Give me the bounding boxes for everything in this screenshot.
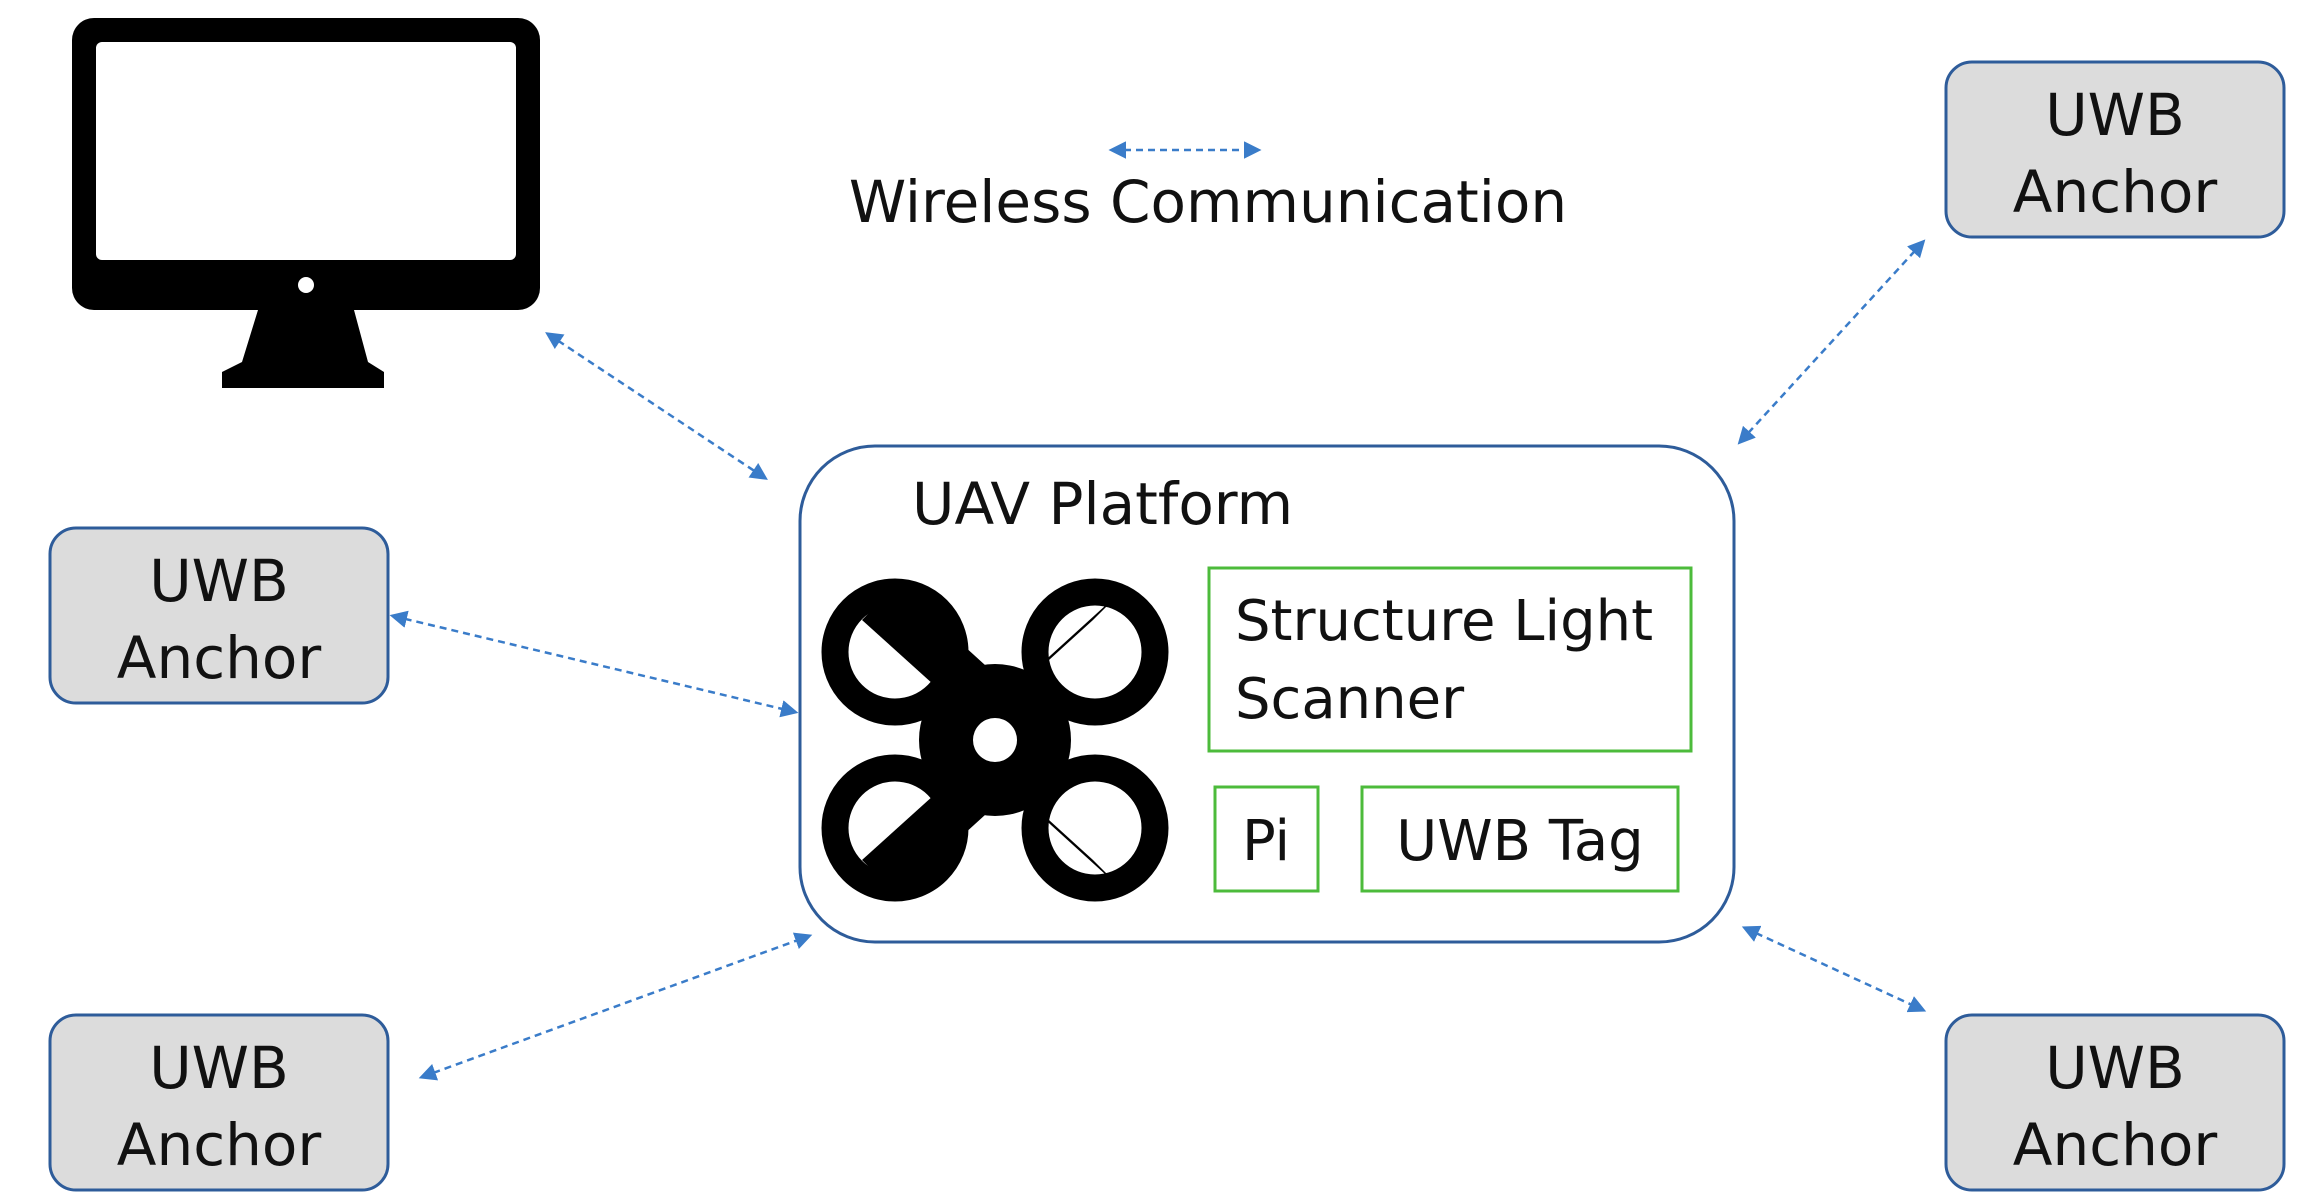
uwb-anchor-mid-left: UWB Anchor [48,526,390,705]
anchor-line1: UWB [149,1034,289,1102]
scanner-label-line1: Structure Light [1235,589,1653,654]
anchor-line2: Anchor [2013,1111,2218,1179]
link-anchor-bottom-right [1741,925,1927,1013]
anchor-line1: UWB [2045,1034,2185,1102]
pi-box [1213,785,1320,893]
uav-platform: UAV Platform Structure Light Scanner [798,444,1736,944]
legend-label: Wireless Communication [849,168,1567,236]
link-anchor-mid-left [389,610,799,718]
monitor-icon [72,18,540,388]
scanner-box [1207,566,1693,753]
wireless-links [389,239,1927,1081]
platform-title: UAV Platform [912,470,1293,538]
uwb-anchor-bottom-right: UWB Anchor [1944,1013,2286,1192]
pi-label: Pi [1242,809,1290,874]
scanner-label-line2: Scanner [1235,667,1465,732]
link-anchor-top-right [1737,239,1926,445]
anchor-line2: Anchor [117,624,322,692]
link-anchor-bottom-left [418,932,813,1081]
uwb-anchor-top-right: UWB Anchor [1944,60,2286,239]
uwb-anchor-bottom-left: UWB Anchor [48,1013,390,1192]
anchor-line2: Anchor [2013,158,2218,226]
anchor-line2: Anchor [117,1111,322,1179]
uwb-tag-label: UWB Tag [1396,809,1643,874]
anchor-line1: UWB [2045,81,2185,149]
legend: Wireless Communication [849,141,1567,236]
drone-icon [821,578,1169,902]
anchor-line1: UWB [149,547,289,615]
link-monitor-platform [545,332,768,480]
uwb-tag-box [1360,785,1680,893]
